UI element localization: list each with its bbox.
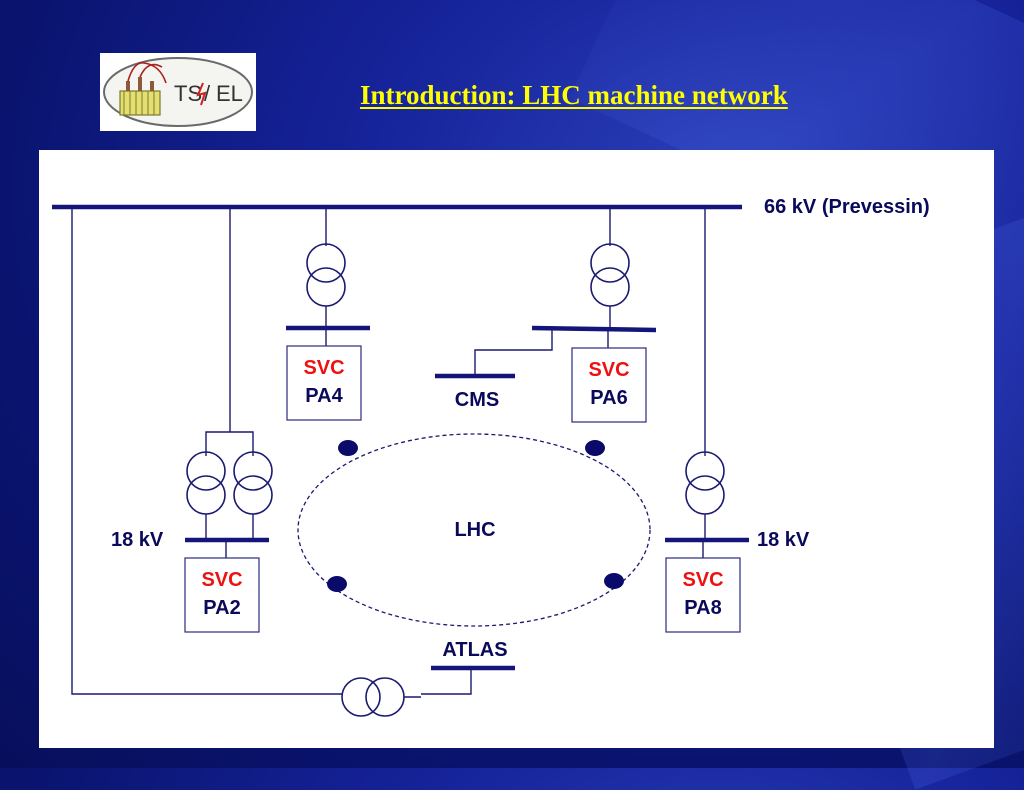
tsel-logo: TS / EL: [100, 53, 256, 131]
svc-pa2-box: [184, 557, 260, 633]
lhc-point-dot: [585, 440, 605, 456]
right-18kv-label: 18 kV: [757, 529, 810, 551]
feeder-pa2-split: [205, 431, 254, 456]
svc-pa8-box: [665, 557, 741, 633]
slide-title: Introduction: LHC machine network: [360, 80, 788, 110]
cms-label: CMS: [455, 389, 499, 411]
svc-pa6-box: [571, 347, 647, 423]
transformer-pa8: [685, 451, 725, 515]
logo-text: TS: [174, 81, 202, 106]
network-diagram-panel: 66 kV (Prevessin) 18 kV SVC PA2: [39, 150, 994, 748]
lhc-point-dot: [338, 440, 358, 456]
lhc-label: LHC: [454, 519, 495, 541]
transformer-pa4: [306, 243, 346, 307]
svc-pa2-label: PA2: [203, 597, 240, 619]
lhc-point-dot: [327, 576, 347, 592]
lhc-ring: [297, 433, 651, 627]
svc-pa4-svc-label: SVC: [303, 357, 344, 379]
left-18kv-label: 18 kV: [111, 529, 164, 551]
svc-pa4-box: [286, 345, 362, 421]
transformer-pa2-right: [233, 451, 273, 515]
tsel-logo-graphic: TS / EL: [103, 57, 253, 127]
svc-pa8-svc-label: SVC: [682, 569, 723, 591]
network-diagram: 66 kV (Prevessin) 18 kV SVC PA2: [52, 196, 930, 717]
svg-text:EL: EL: [216, 81, 243, 106]
svc-pa4-label: PA4: [305, 385, 343, 407]
svc-pa6-svc-label: SVC: [588, 359, 629, 381]
transformer-atlas: [341, 677, 405, 717]
bus-66kv-label: 66 kV (Prevessin): [764, 196, 930, 218]
transformer-pa6: [590, 243, 630, 307]
bus-pa6: [531, 325, 657, 333]
feeder-atlas: [71, 207, 343, 695]
feeder-cms: [474, 329, 553, 376]
feeder-atlas-right: [421, 668, 472, 695]
lhc-point-dot: [604, 573, 624, 589]
transformer-pa2-left: [186, 451, 226, 515]
svc-pa6-label: PA6: [590, 387, 627, 409]
svc-pa2-svc-label: SVC: [201, 569, 242, 591]
svc-pa8-label: PA8: [684, 597, 721, 619]
atlas-label: ATLAS: [442, 639, 507, 661]
svg-text:/: /: [204, 81, 211, 106]
